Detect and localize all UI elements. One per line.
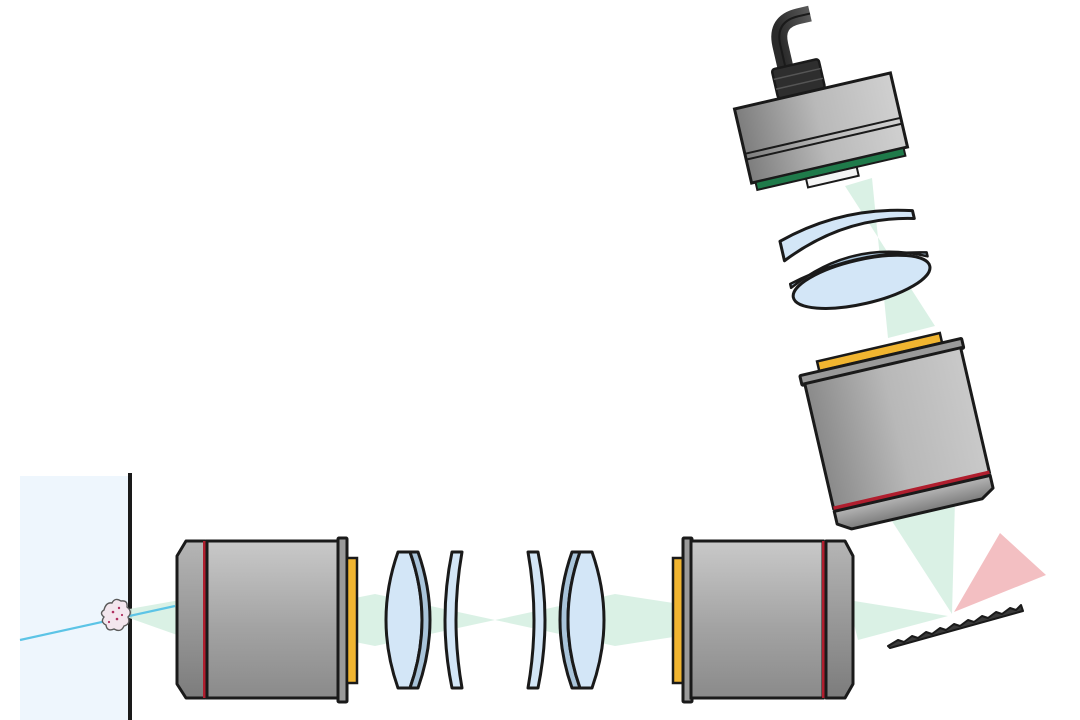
relay-lens-4	[558, 550, 606, 690]
relay-lens-2	[443, 550, 464, 690]
relay-lens-1	[384, 550, 432, 690]
objective-rear-ring	[336, 536, 349, 704]
second-objective	[671, 536, 855, 704]
excitation-beam	[19, 604, 176, 642]
objective-body	[689, 539, 825, 700]
sample-particle	[100, 598, 131, 632]
objective-yellow-ring	[345, 556, 359, 685]
relay-lens-3	[526, 550, 547, 690]
tube-lens	[788, 250, 932, 310]
objective-body	[205, 539, 341, 700]
collected-light-segment-4	[848, 600, 948, 640]
collection-objective	[175, 536, 359, 704]
meniscus-corrector	[778, 208, 916, 263]
camera	[732, 5, 910, 192]
sample-chamber	[20, 476, 130, 720]
objective-front-flange	[832, 473, 995, 531]
objective-front-flange	[824, 539, 855, 700]
collected-light-segment-5	[890, 500, 955, 614]
imaging-objective	[798, 331, 995, 531]
objective-front-flange	[175, 539, 207, 700]
diffraction-grating	[887, 604, 1024, 649]
camera-sensor-window	[804, 165, 860, 189]
diffracted-order-red	[954, 533, 1046, 612]
